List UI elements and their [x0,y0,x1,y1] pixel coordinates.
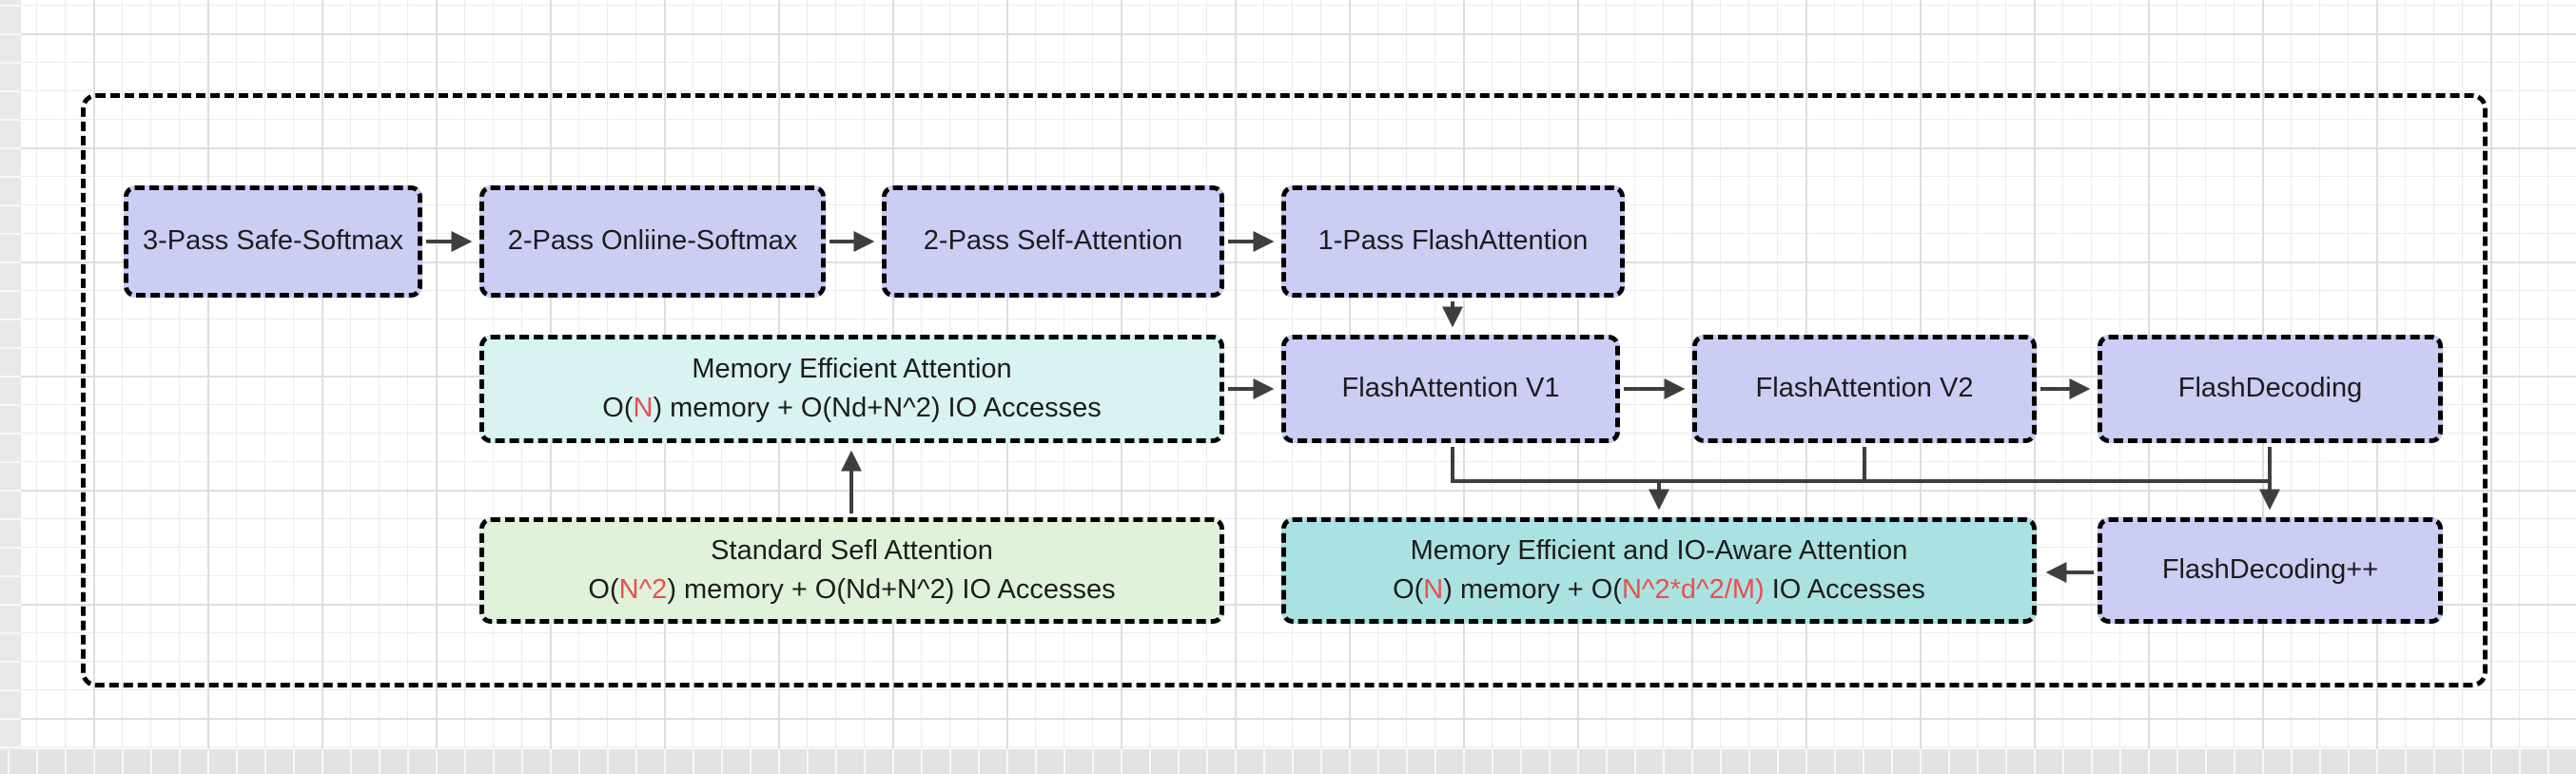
outer-group-frame [81,93,2488,687]
node-2pass-self-attention: 2-Pass Self-Attention [882,185,1224,298]
node-flashattention-v1: FlashAttention V1 [1281,335,1620,443]
node-standard-self-attention: Standard Sefl Attention O(N^2) memory + … [479,517,1224,624]
node-flashattention-v2: FlashAttention V2 [1692,335,2037,443]
node-flashdecoding-pp: FlashDecoding++ [2098,517,2443,624]
node-flashdecoding: FlashDecoding [2098,335,2443,443]
node-formula: O(N^2) memory + O(Nd+N^2) IO Accesses [588,574,1116,605]
node-formula: O(N) memory + O(N^2*d^2/M) IO Accesses [1393,574,1925,605]
canvas-bottom-edge [0,749,2576,774]
node-formula: O(N) memory + O(Nd+N^2) IO Accesses [602,393,1102,423]
node-1pass-flashattention: 1-Pass FlashAttention [1281,185,1625,298]
node-title: Standard Sefl Attention [711,534,993,566]
node-memory-efficient-attention: Memory Efficient Attention O(N) memory +… [479,335,1224,443]
node-2pass-online-softmax: 2-Pass Onliine-Softmax [479,185,826,298]
node-title: Memory Efficient and IO-Aware Attention [1410,534,1908,566]
node-memory-efficient-io-aware-attention: Memory Efficient and IO-Aware Attention … [1281,517,2037,624]
canvas-left-edge [0,0,21,774]
node-title: Memory Efficient Attention [692,353,1012,384]
node-3pass-safe-softmax: 3-Pass Safe-Softmax [124,185,422,298]
